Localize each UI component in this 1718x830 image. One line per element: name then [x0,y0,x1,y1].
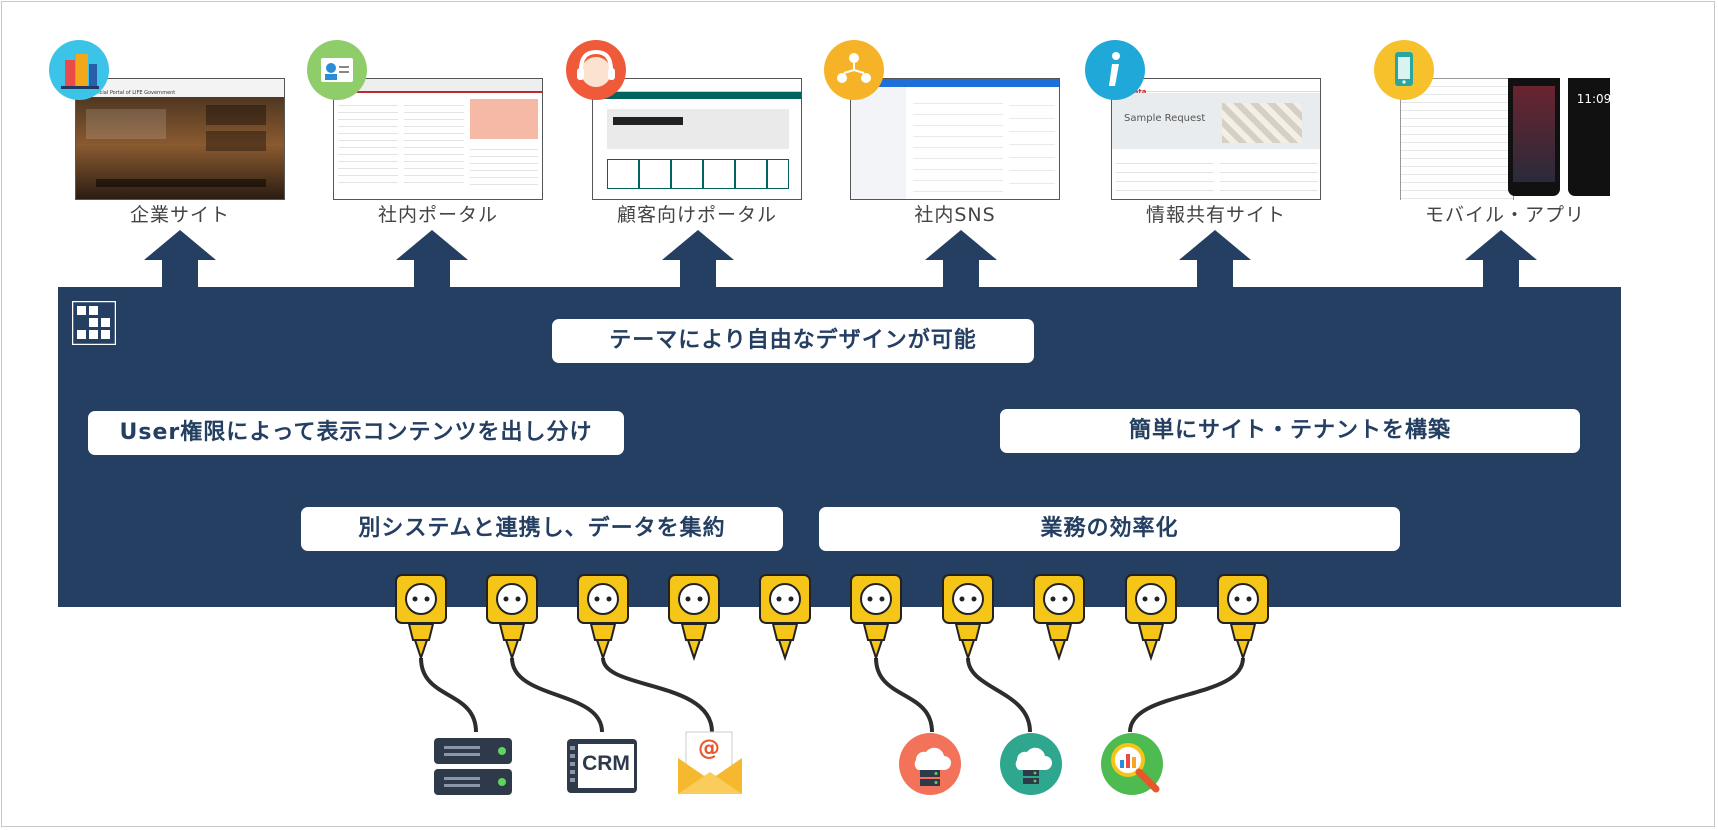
cloud-server-icon [898,732,962,796]
plug-socket-icon [486,574,538,664]
plug-socket-icon [395,574,447,664]
arrow-up-icon [144,230,216,290]
crm-icon: CRM [566,738,638,794]
site-corporate: The Official Portal of LIFE Government 企… [49,40,285,240]
plug-socket-icon [1217,574,1269,664]
email-at-label: @ [698,736,720,761]
plug-socket-icon [1033,574,1085,664]
plug-socket-icon [1125,574,1177,664]
feature-efficiency: 業務の効率化 [819,507,1400,551]
server-icon [432,736,516,798]
thumb-title: The Official Portal of LIFE Government [76,89,284,97]
site-thumbnail: 11:09 [1400,78,1610,200]
plug-socket-icon [577,574,629,664]
email-icon: @ [676,728,744,796]
crm-label: CRM [582,752,630,775]
thumb-title: Sample Request [1124,113,1206,124]
site-internal-sns: 社内SNS [824,40,1060,240]
network-users-icon [824,40,884,100]
platform-panel: テーマにより自由なデザインが可能 User権限によって表示コンテンツを出し分け … [58,287,1621,607]
site-customer-portal: 顧客向けポータル [566,40,802,240]
plug-socket-icon [759,574,811,664]
plug-socket-icon [668,574,720,664]
site-mobile-app: 11:09 モバイル・アプリ [1374,40,1610,240]
analytics-icon [1100,732,1170,798]
cloud-storage-icon [999,732,1063,796]
platform-logo-icon [72,301,116,345]
plug-socket-icon [942,574,994,664]
id-card-icon [307,40,367,100]
info-icon [1085,40,1145,100]
arrow-up-icon [1179,230,1251,290]
arrow-up-icon [925,230,997,290]
site-label: 情報共有サイト [1145,204,1286,226]
site-label: 社内SNS [914,204,996,226]
building-icon [49,40,109,100]
arrow-up-icon [1465,230,1537,290]
site-label: 顧客向けポータル [616,204,777,226]
support-agent-icon [566,40,626,100]
site-label: 企業サイト [129,204,230,226]
site-thumbnail [850,78,1060,200]
site-thumbnail: muRata Sample Request [1111,78,1321,200]
site-thumbnail [333,78,543,200]
arrow-up-icon [396,230,468,290]
site-thumbnail [592,78,802,200]
site-info-sharing: muRata Sample Request 情報共有サイト [1085,40,1321,240]
thumb-title: 11:09 [1576,92,1610,106]
site-label: モバイル・アプリ [1424,204,1585,226]
site-label: 社内ポータル [377,204,498,226]
site-intranet-portal: 社内ポータル [307,40,543,240]
feature-user-permission: User権限によって表示コンテンツを出し分け [88,411,624,455]
site-thumbnail: The Official Portal of LIFE Government [75,78,285,200]
feature-theme: テーマにより自由なデザインが可能 [552,319,1034,363]
feature-integration: 別システムと連携し、データを集約 [301,507,783,551]
arrow-up-icon [662,230,734,290]
plug-socket-icon [850,574,902,664]
mobile-app-icon [1374,40,1434,100]
feature-tenant: 簡単にサイト・テナントを構築 [1000,409,1580,453]
